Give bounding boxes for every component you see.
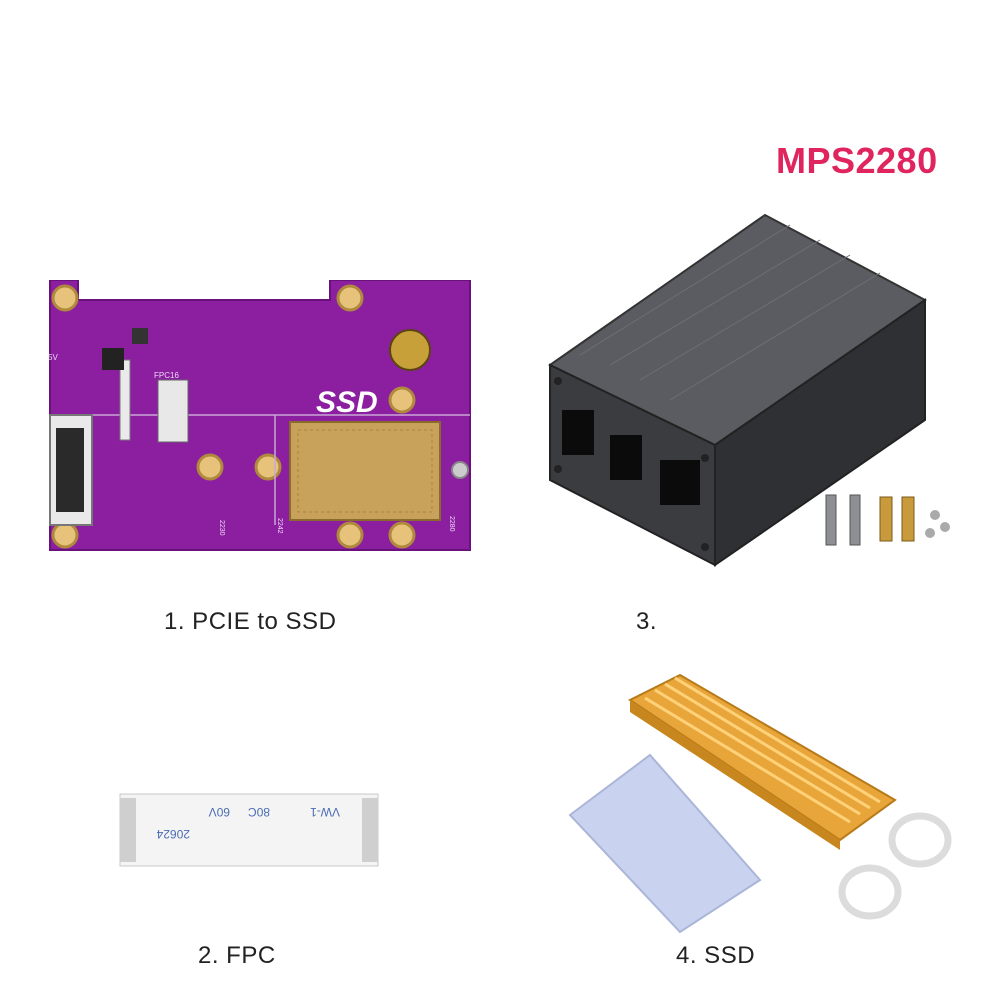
svg-text:FPC16: FPC16 — [154, 371, 179, 380]
caption-item-3: 3. — [636, 608, 658, 635]
fpc-print-voltage: 60V — [209, 805, 230, 819]
svg-text:5V: 5V — [48, 353, 58, 362]
pcie-ssd-board-image: FPC16 5V 2230 2242 2280 SSD — [48, 280, 471, 551]
fpc-print-vw1: VW-1 — [310, 805, 340, 819]
svg-text:2230: 2230 — [218, 520, 225, 536]
svg-text:2280: 2280 — [448, 516, 455, 532]
caption-item-2: 2. FPC — [198, 942, 276, 969]
caption-item-4: 4. SSD — [676, 942, 756, 969]
fpc-cable-image: VW-1 80C 60V 20624 — [119, 793, 379, 867]
heatsink-kit-image — [568, 673, 952, 934]
ssd-silkscreen-label: SSD — [316, 386, 378, 419]
svg-text:2242: 2242 — [276, 518, 283, 534]
model-label: MPS2280 — [776, 140, 938, 181]
aluminum-case-image — [548, 213, 950, 567]
fpc-print-temp: 80C — [248, 805, 270, 819]
fpc-print-code: 20624 — [156, 827, 190, 841]
caption-item-1: 1. PCIE to SSD — [164, 608, 337, 635]
